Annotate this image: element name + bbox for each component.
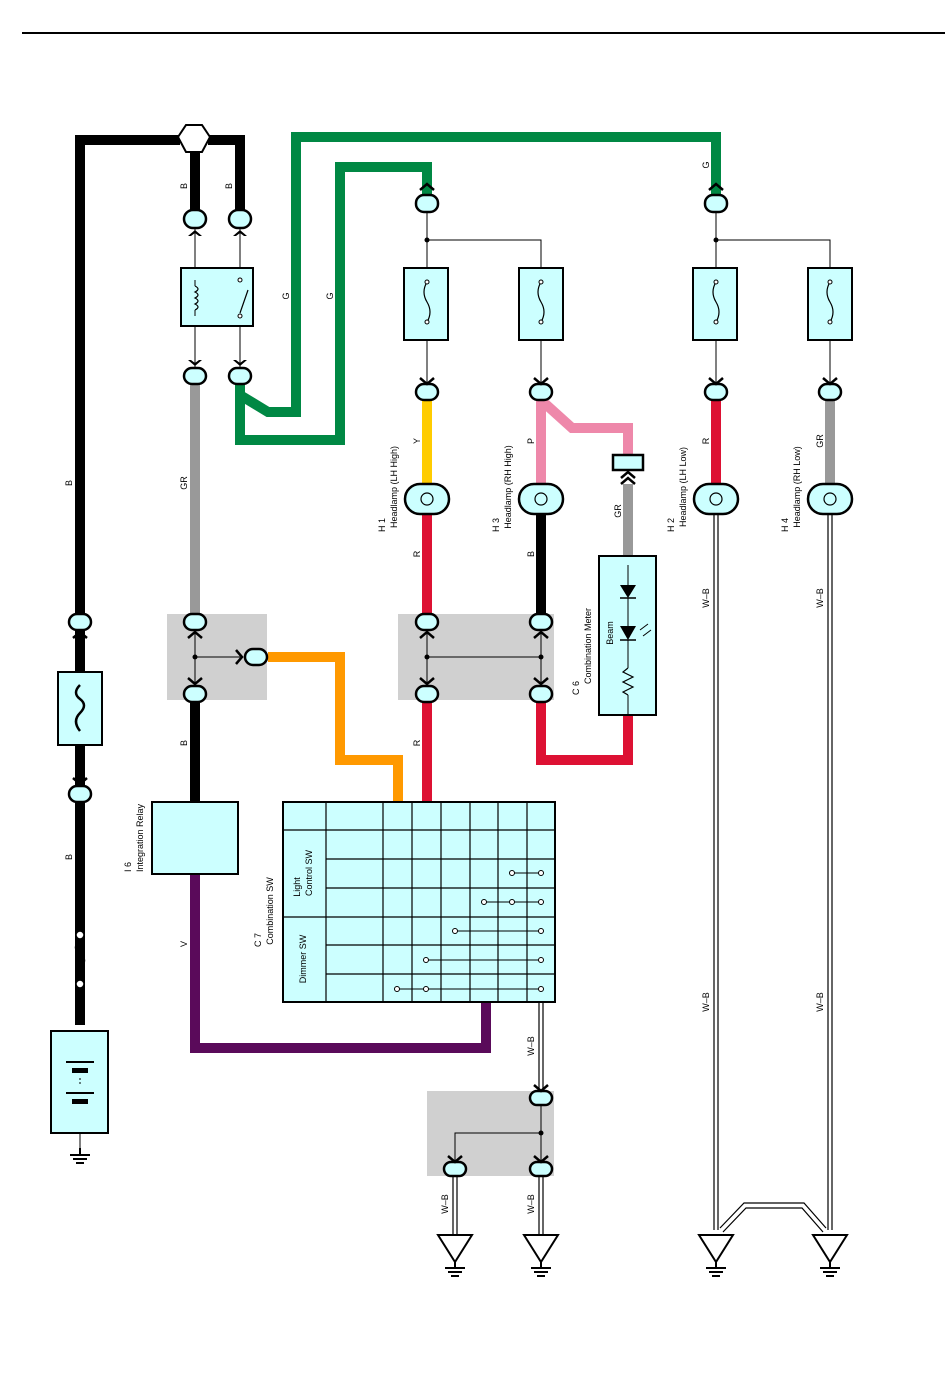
component-name-c7: Combination SW [265, 877, 275, 945]
component-name-i6: Integration Relay [135, 803, 145, 872]
ground-icon [699, 1235, 733, 1276]
ground-icon [438, 1235, 472, 1276]
light-sw-label-2: Control SW [304, 849, 314, 896]
meter-inner-label: Beam [605, 621, 615, 645]
wire-g-left [240, 167, 427, 440]
wire-b-top-right [208, 140, 240, 210]
wire-code: GR [815, 434, 825, 448]
wire-code: Y [412, 438, 422, 444]
wire-wb-ground-left [453, 1176, 457, 1235]
component-code-h4: H 4 [780, 518, 790, 532]
wire-wb-combination [539, 1002, 543, 1091]
wire-code: G [325, 292, 335, 299]
integration-relay [152, 802, 238, 874]
wire-p-meter [541, 400, 628, 455]
connector-icon [613, 455, 643, 470]
wire-code: B [526, 551, 536, 557]
light-sw-label-1: Light [292, 877, 302, 897]
wire-wb-ground-right [539, 1176, 543, 1235]
wire-wb-bridge [720, 1203, 826, 1228]
ground-icon [524, 1235, 558, 1276]
wire-code: W–B [440, 1194, 450, 1214]
wire-code: W–B [526, 1036, 536, 1056]
wire-b-main [80, 140, 180, 1025]
wire-code: W–B [701, 992, 711, 1012]
component-code-c6: C 6 [571, 681, 581, 695]
component-code-i6: I 6 [123, 862, 133, 872]
splice-icon [178, 125, 210, 152]
relay-icon [181, 268, 253, 326]
component-name-c6: Combination Meter [583, 608, 593, 684]
component-code-h3: H 3 [491, 518, 501, 532]
headlamp-bulb-icon [694, 484, 738, 514]
wire-code: B [179, 740, 189, 746]
wire-code: W–B [815, 588, 825, 608]
headlamp-bulb-icon [405, 484, 449, 514]
wire-code: B [179, 183, 189, 189]
wire-code: B [64, 480, 74, 486]
component-code-h1: H 1 [377, 518, 387, 532]
headlamp-bulb-icon [808, 484, 852, 514]
wire-code: W–B [701, 588, 711, 608]
wire-code: GR [613, 504, 623, 518]
bus-high [427, 240, 541, 270]
component-name-h4: Headlamp (RH Low) [792, 446, 802, 528]
wire-code: B [64, 854, 74, 860]
battery-icon [51, 1031, 108, 1148]
component-code-h2: H 2 [666, 518, 676, 532]
component-code-c7: C 7 [253, 933, 263, 947]
wire-code: V [179, 941, 189, 947]
headlamp-bulb-icon [519, 484, 563, 514]
wire-g-right [240, 137, 716, 412]
wire-wb-h2 [714, 514, 718, 1230]
bus-low [716, 240, 830, 270]
fuse-icon [693, 268, 737, 340]
wire-code: GR [179, 476, 189, 490]
wire-orange [268, 657, 398, 802]
component-name-h2: Headlamp (LH Low) [678, 447, 688, 527]
wire-code: B [224, 183, 234, 189]
wire-code: G [701, 161, 711, 168]
fusible-link-icon [58, 672, 102, 745]
ground-icon [70, 1148, 90, 1163]
component-name-h1: Headlamp (LH High) [389, 446, 399, 528]
wire-code: P [526, 438, 536, 444]
fuse-icon [404, 268, 448, 340]
fuse-icon [808, 268, 852, 340]
ground-icon [813, 1235, 847, 1276]
component-name-h3: Headlamp (RH High) [503, 445, 513, 529]
wire-code: W–B [526, 1194, 536, 1214]
dimmer-sw-label: Dimmer SW [298, 934, 308, 983]
wire-code: R [412, 550, 422, 557]
wire-code: R [701, 437, 711, 444]
wire-code: R [412, 739, 422, 746]
wire-code: W–B [815, 992, 825, 1012]
fuse-icon [519, 268, 563, 340]
wire-code: G [281, 292, 291, 299]
wire-wb-h4 [828, 514, 832, 1230]
